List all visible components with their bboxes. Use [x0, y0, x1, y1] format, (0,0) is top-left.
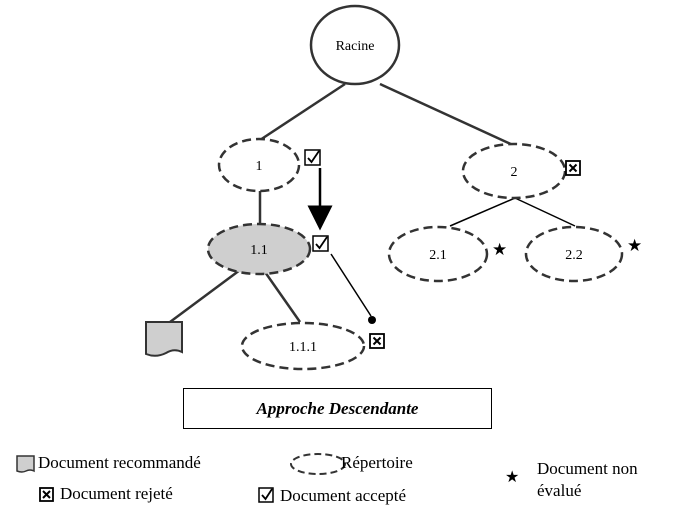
checkbox-rejected-icon — [369, 333, 385, 349]
legend-directory-label: Répertoire — [341, 453, 413, 472]
legend-accepted-icon — [258, 487, 274, 503]
edge-root-2 — [379, 82, 516, 148]
legend-not-evaluated-line1: Document non — [537, 459, 638, 478]
node-1-1-1-label: 1.1.1 — [289, 340, 317, 355]
node-1-label: 1 — [256, 159, 263, 174]
node-1-1-1 — [240, 321, 366, 371]
edge-root-1 — [259, 82, 346, 142]
legend-star-icon: ★ — [505, 467, 519, 486]
legend-rejected-icon — [39, 487, 54, 502]
star-icon: ★ — [627, 236, 642, 256]
edge-2-22 — [514, 197, 576, 227]
legend-rejected-label: Document rejeté — [60, 484, 173, 503]
node-1-1-label: 1.1 — [250, 243, 268, 258]
node-root — [309, 4, 401, 86]
node-1 — [217, 137, 301, 193]
legend-recommended-label: Document recommandé — [38, 453, 201, 472]
node-2-1 — [387, 225, 489, 283]
node-2-label: 2 — [511, 165, 518, 180]
edge-2-21 — [449, 197, 516, 227]
legend-directory-icon — [290, 453, 346, 475]
checkbox-rejected-icon — [565, 160, 581, 176]
legend-recommended-icon — [16, 455, 35, 473]
star-icon: ★ — [492, 240, 507, 260]
edge-11-111 — [263, 271, 302, 323]
diagram-title: Approche Descendante — [183, 388, 492, 429]
checkbox-accepted-icon — [304, 149, 321, 166]
checkbox-accepted-icon — [312, 235, 329, 252]
node-2-2 — [524, 225, 624, 283]
node-2 — [461, 142, 567, 200]
connector-dot — [368, 316, 376, 324]
node-1-1 — [206, 222, 312, 276]
legend-accepted-label: Document accepté — [280, 486, 407, 505]
connector-11-111 — [330, 253, 372, 317]
node-2-1-label: 2.1 — [429, 248, 447, 263]
document-recommended-icon — [145, 321, 183, 357]
node-2-2-label: 2.2 — [565, 248, 583, 263]
node-root-label: Racine — [336, 39, 375, 54]
legend-not-evaluated-line2: évalué — [537, 481, 582, 500]
edge-11-doc — [169, 268, 241, 324]
